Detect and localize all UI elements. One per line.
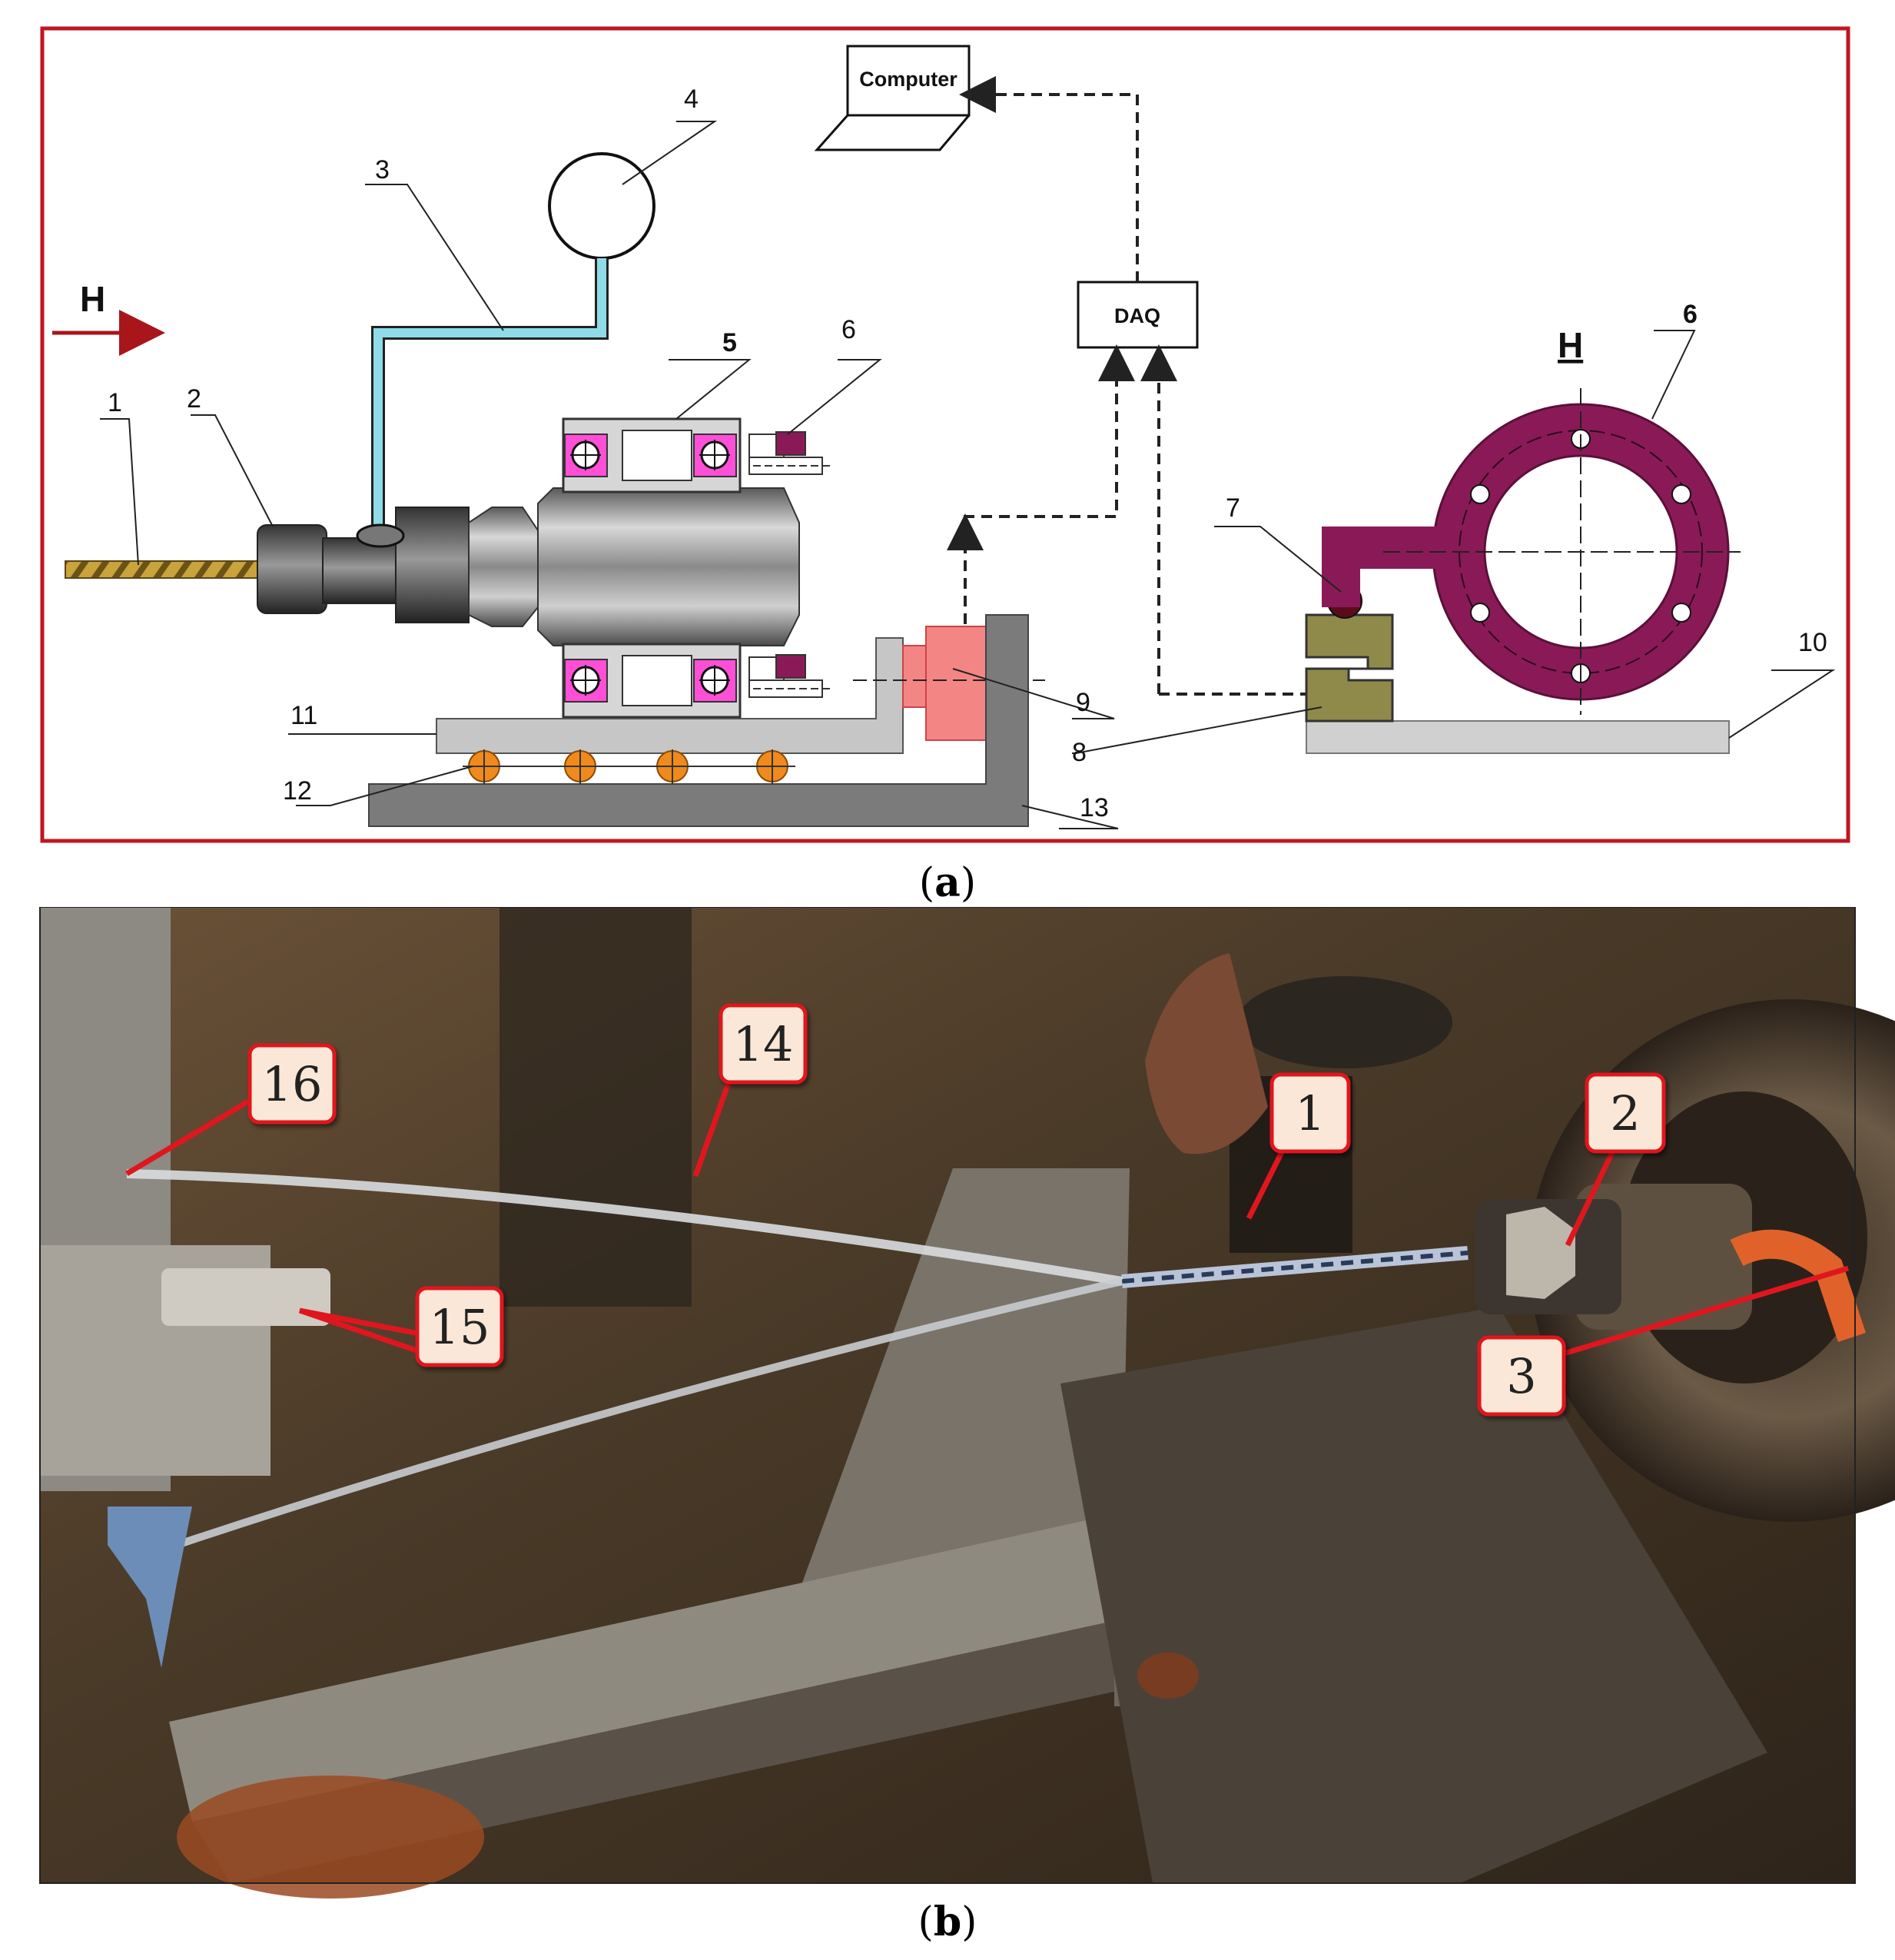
setup-photograph: 16 14 15 1 2 3 <box>39 907 1895 1899</box>
section-label: H <box>1558 325 1583 365</box>
bearing-bottom-left <box>564 659 608 703</box>
bearing-top-right <box>693 434 737 477</box>
svg-text:1: 1 <box>1295 1085 1325 1141</box>
label-7: 7 <box>1226 493 1240 523</box>
rolling-balls <box>463 749 795 784</box>
computer-label: Computer <box>859 68 957 91</box>
callout-15: 15 <box>415 1286 504 1367</box>
tool-holder <box>322 537 397 604</box>
label-6-left: 6 <box>841 315 856 344</box>
base-frame <box>368 614 1029 827</box>
callout-2: 2 <box>1585 1072 1666 1154</box>
flange-bolt-bottom <box>748 654 830 698</box>
label-10: 10 <box>1798 628 1827 657</box>
leader-lines <box>100 121 1836 829</box>
label-4: 4 <box>684 85 699 114</box>
svg-text:2: 2 <box>1610 1085 1640 1141</box>
callout-14: 14 <box>719 1003 808 1085</box>
caption-b: (b) <box>918 1899 977 1945</box>
load-cell <box>1305 613 1394 723</box>
hex-coupler <box>468 507 539 627</box>
label-8: 8 <box>1072 738 1087 767</box>
label-6-right: 6 <box>1683 300 1698 329</box>
label-9: 9 <box>1076 688 1090 717</box>
mounting-plate <box>1306 720 1730 754</box>
part-labels: 1 2 3 4 5 6 7 8 9 10 11 12 13 6 <box>108 85 1827 822</box>
callout-16: 16 <box>247 1043 337 1125</box>
svg-text:15: 15 <box>430 1299 490 1355</box>
svg-text:14: 14 <box>733 1016 794 1072</box>
caption-a: (a) <box>918 859 977 906</box>
twist-drill <box>65 560 258 579</box>
force-sensor <box>902 645 927 708</box>
label-5: 5 <box>722 328 737 357</box>
sliding-table <box>436 637 904 754</box>
signal-lines <box>959 76 1306 696</box>
label-11: 11 <box>290 701 317 730</box>
daq-label: DAQ <box>1114 304 1160 327</box>
spindle-body <box>537 487 800 646</box>
direction-label: H <box>80 279 105 319</box>
coolant-reservoir <box>548 152 655 260</box>
callout-3: 3 <box>1477 1335 1566 1417</box>
label-1: 1 <box>108 388 122 417</box>
schematic-diagram: H <box>40 26 1850 843</box>
label-13: 13 <box>1080 793 1109 822</box>
label-12: 12 <box>283 776 312 806</box>
label-3: 3 <box>375 155 390 184</box>
bearing-top-left <box>564 434 608 477</box>
flange-bolt-top <box>748 431 830 475</box>
computer-box <box>814 45 971 151</box>
collet-nut <box>257 524 327 614</box>
svg-text:3: 3 <box>1506 1348 1536 1404</box>
callout-1: 1 <box>1269 1072 1351 1154</box>
label-2: 2 <box>187 384 201 414</box>
bearing-bottom-right <box>693 659 737 703</box>
svg-text:16: 16 <box>262 1056 323 1112</box>
